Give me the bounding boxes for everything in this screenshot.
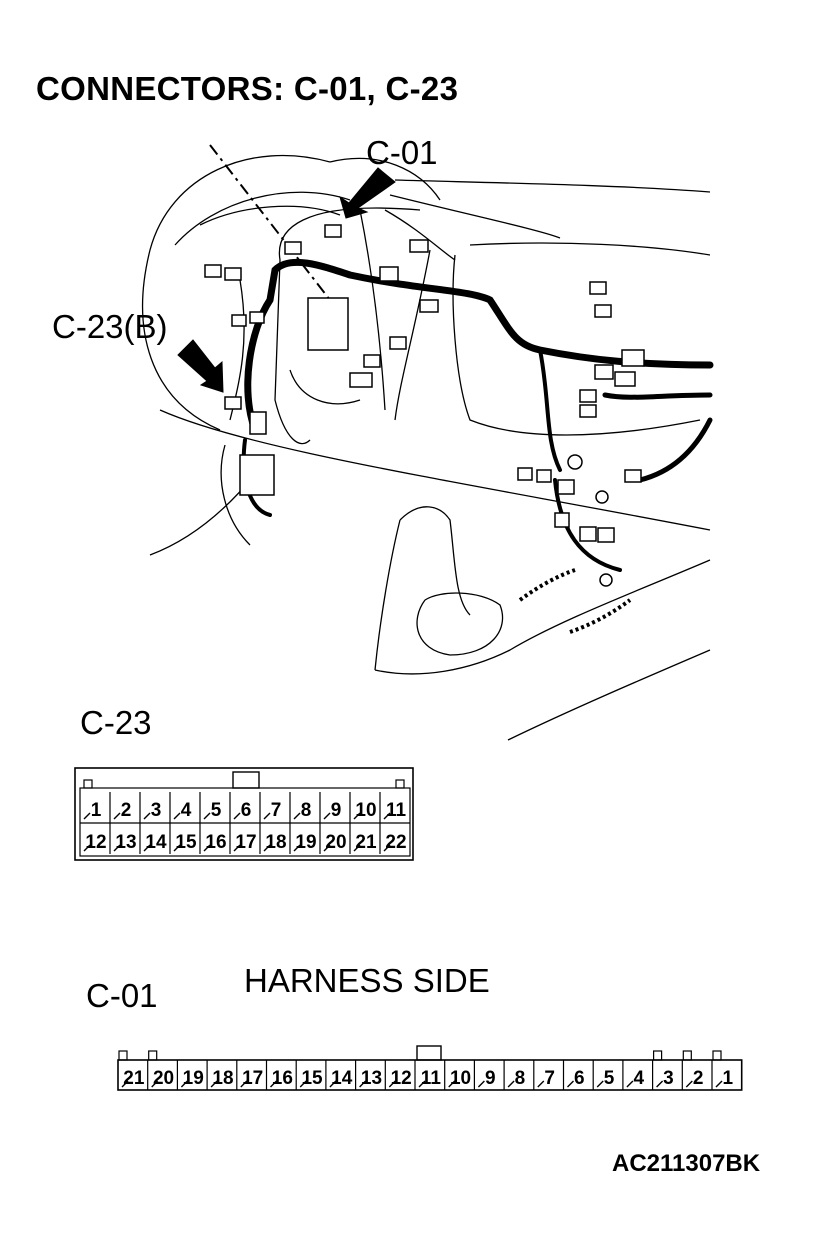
c01-label: C-01: [86, 977, 158, 1014]
c23-label: C-23: [80, 704, 152, 741]
harness-side-label: HARNESS SIDE: [244, 962, 490, 999]
figure-id: AC211307BK: [612, 1150, 761, 1177]
callout-c23b: C-23(B): [52, 308, 168, 345]
page-title: CONNECTORS: C-01, C-23: [36, 70, 459, 107]
callout-c01: C-01: [366, 134, 438, 171]
